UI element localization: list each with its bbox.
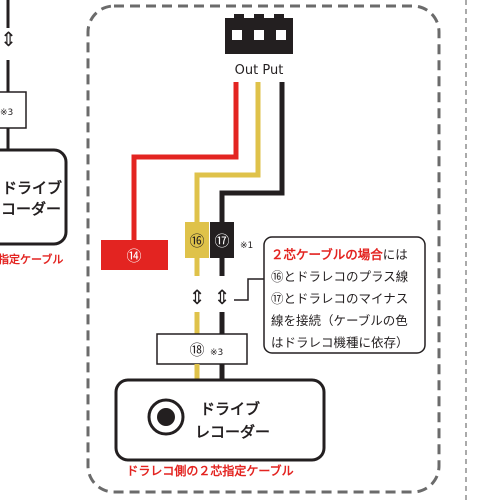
left-device-label-2: レコーダー bbox=[0, 200, 61, 218]
terminal-18-note: ※3 bbox=[210, 348, 223, 358]
callout-line-1: ２芯ケーブルの場合には bbox=[271, 247, 408, 262]
output-connector bbox=[225, 14, 293, 54]
callout-line-1-rest: には bbox=[383, 247, 408, 262]
left-device-label-1: ドライブ bbox=[2, 179, 62, 197]
callout-box bbox=[263, 236, 426, 354]
output-connector-label: Out Put bbox=[235, 63, 284, 78]
drive-recorder-box bbox=[114, 378, 326, 462]
terminal-16-label: ⑯ bbox=[189, 232, 204, 250]
red-wire bbox=[131, 82, 239, 240]
callout-line-3: ⑰とドラレコのマイナス bbox=[271, 291, 408, 306]
terminal-17-label: ⑰ bbox=[214, 232, 229, 250]
terminal-17-block bbox=[210, 222, 234, 258]
drive-recorder-label-1: ドライブ bbox=[200, 400, 260, 418]
callout-line-2: ⑯とドラレコのプラス線 bbox=[271, 269, 409, 284]
left-cable-caption: 指定ケーブル bbox=[0, 252, 63, 266]
connector-arrow-black: ⇕ bbox=[214, 285, 231, 309]
terminal-18-block bbox=[156, 333, 248, 365]
black-wire bbox=[219, 82, 285, 222]
drive-recorder-label-2: レコーダー bbox=[195, 423, 270, 441]
callout-line-1-highlight: ２芯ケーブルの場合 bbox=[271, 247, 383, 262]
left-connector-symbol: ⇕ bbox=[0, 27, 17, 51]
left-device-box bbox=[0, 148, 68, 246]
bottom-cable-caption: ドラレコ側の２芯指定ケーブル bbox=[126, 463, 293, 478]
callout-line-5: はドラレコ機種に依存） bbox=[271, 335, 409, 350]
callout-leader bbox=[234, 278, 264, 301]
yellow-wire bbox=[194, 82, 261, 222]
terminal-17-note: ※1 bbox=[240, 241, 253, 251]
left-panel: ⇕ ※3 ドライブ レコーダー 指定ケーブル bbox=[0, 0, 68, 266]
left-note-mark: ※3 bbox=[0, 108, 13, 118]
terminal-14-label: ⑭ bbox=[126, 247, 141, 265]
terminal-18-label: ⑱ bbox=[189, 341, 204, 359]
terminal-14-block bbox=[101, 240, 168, 270]
dashed-frame bbox=[86, 4, 441, 494]
terminal-16-block bbox=[185, 222, 209, 258]
callout-line-4: 線を接続（ケーブルの色 bbox=[271, 313, 408, 328]
connector-arrow-yellow: ⇕ bbox=[189, 285, 206, 309]
